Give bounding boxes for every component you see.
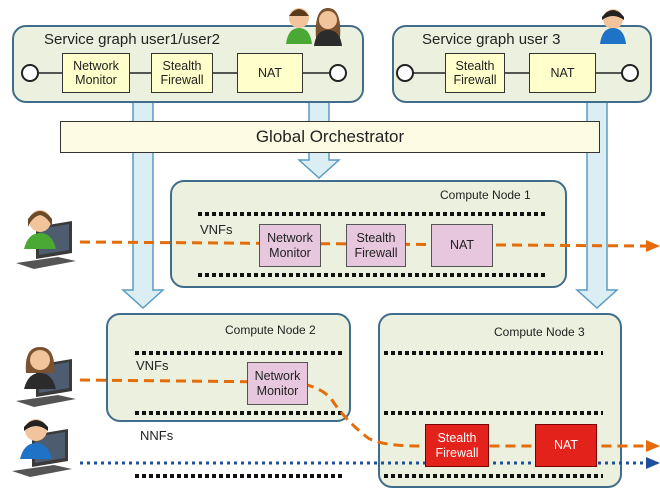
vnf-network-monitor: Network Monitor (247, 362, 308, 405)
fn-stealth-firewall: Stealth Firewall (445, 53, 505, 93)
arrowhead (646, 457, 660, 469)
nnf-stealth-firewall: Stealth Firewall (425, 424, 489, 467)
vnf-stealth-firewall: Stealth Firewall (346, 224, 406, 267)
compute-node-title: Compute Node 1 (440, 188, 531, 202)
service-graph-title: Service graph user 3 (422, 31, 561, 48)
user3-avatar-icon (600, 9, 626, 44)
endpoint-port (21, 64, 39, 82)
vnf-network-monitor: Network Monitor (259, 224, 321, 267)
vnf-label: VNFs (136, 358, 169, 373)
fn-nat: NAT (237, 53, 303, 93)
user3-laptop-icon (12, 419, 72, 477)
user-group-icon (286, 8, 342, 46)
user2-laptop-icon (16, 347, 76, 407)
arrowhead (646, 440, 660, 452)
user1-laptop-icon (16, 210, 76, 269)
fn-nat: NAT (529, 53, 596, 93)
fn-stealth-firewall: Stealth Firewall (151, 53, 213, 93)
nnf-label: NNFs (140, 428, 174, 443)
user1-flow (79, 240, 647, 248)
endpoint-port (329, 64, 347, 82)
global-orchestrator: Global Orchestrator (60, 121, 600, 153)
arrowhead (646, 240, 660, 252)
compute-node-2: Compute Node 2 VNFs (106, 313, 351, 422)
endpoint-port (621, 64, 639, 82)
compute-node-title: Compute Node 2 (225, 323, 316, 337)
nnf-nat: NAT (535, 424, 597, 467)
vnf-nat: NAT (431, 224, 493, 267)
fn-network-monitor: Network Monitor (62, 53, 130, 93)
compute-node-title: Compute Node 3 (494, 325, 585, 339)
endpoint-port (396, 64, 414, 82)
vnf-label: VNFs (200, 222, 233, 237)
service-graph-title: Service graph user1/user2 (44, 31, 220, 48)
switch-bus-lines (135, 212, 603, 478)
